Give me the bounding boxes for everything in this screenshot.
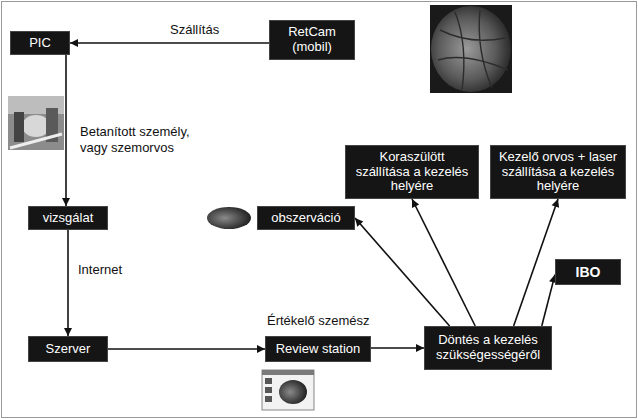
node-text: IBO <box>576 264 601 280</box>
arrow-head <box>355 218 363 227</box>
outcome-box: Koraszülött szállítása a kezelés helyére <box>345 145 479 199</box>
arrow-head <box>64 328 72 336</box>
node-text: obszerváció <box>271 211 340 226</box>
node-text: vizsgálat <box>43 211 94 226</box>
connector <box>62 55 70 206</box>
connector <box>514 199 560 326</box>
connector-line <box>412 199 475 326</box>
node-text: Döntés a kezelés szükségességéről <box>431 333 545 363</box>
connector-line <box>67 230 69 336</box>
connector <box>371 344 424 352</box>
arrow-head <box>62 198 70 206</box>
connector-line <box>355 218 450 326</box>
role-label: Értékelő szemész <box>265 313 372 329</box>
connector-line <box>65 55 67 206</box>
edge-label: Internet <box>76 262 124 278</box>
fundus-photo <box>430 5 512 93</box>
node-text: PIC <box>29 36 51 51</box>
device-box: RetCam (mobil) <box>269 20 355 60</box>
exam-photo <box>8 96 64 150</box>
connector <box>412 199 475 326</box>
decision-box: Döntés a kezelés szükségességéről <box>424 326 552 370</box>
node-text: Review station <box>276 342 361 357</box>
outcome-box: obszerváció <box>257 206 355 230</box>
connector-line <box>108 348 265 350</box>
process-box: vizsgálat <box>28 206 108 230</box>
arrow-head <box>412 199 419 208</box>
connector <box>70 39 269 47</box>
arrow-head <box>416 344 424 352</box>
arrow-head <box>552 199 560 208</box>
review-screenshot <box>262 370 314 410</box>
arrow-head <box>70 39 78 47</box>
outcome-box: IBO <box>555 259 621 285</box>
connector <box>64 230 72 336</box>
process-box: Szerver <box>28 336 108 362</box>
connector-line <box>514 199 558 326</box>
edge-label: Szállítás <box>168 22 221 38</box>
connector <box>108 345 265 353</box>
node-text: RetCam (mobil) <box>276 25 348 55</box>
connector-line <box>70 42 269 44</box>
node-text: Kezelő orvos + laser szállítása a kezelé… <box>497 150 619 195</box>
node-text: Szerver <box>46 342 91 357</box>
outcome-box: Kezelő orvos + laser szállítása a kezelé… <box>490 145 626 199</box>
connector <box>355 218 450 326</box>
process-box: PIC <box>10 31 70 55</box>
edge-label: Betanított személy, vagy szemorvos <box>78 124 212 155</box>
observation-fundus <box>205 206 257 230</box>
arrow-head <box>257 345 265 353</box>
node-text: Koraszülött szállítása a kezelés helyére <box>352 150 472 195</box>
process-box: Review station <box>265 336 371 362</box>
